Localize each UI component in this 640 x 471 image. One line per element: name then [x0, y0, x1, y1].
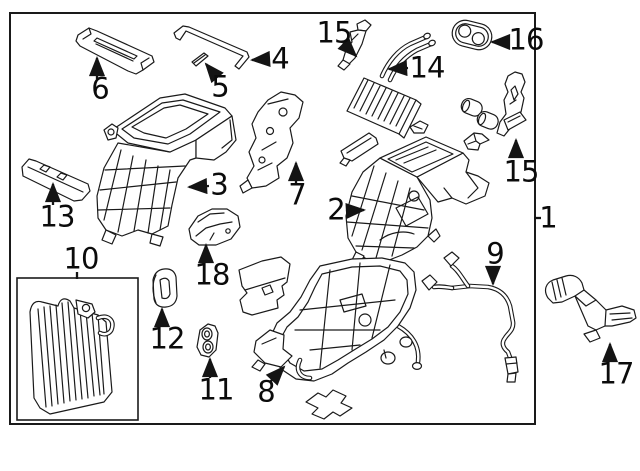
callout-arrows [44, 33, 619, 386]
strip-piece-drawing [339, 132, 379, 167]
callout-label-11[interactable]: 11 [198, 372, 235, 407]
part-11-drawing [196, 323, 219, 358]
callout-label-10[interactable]: 10 [63, 241, 100, 276]
callout-label-9[interactable]: 9 [486, 236, 504, 271]
callout-label-7[interactable]: 7 [288, 177, 306, 212]
part-13-drawing [21, 158, 91, 202]
part-17-drawing [544, 274, 637, 343]
part-3-drawing [96, 93, 237, 247]
callout-label-18[interactable]: 18 [194, 257, 231, 292]
part-9-drawing [421, 251, 519, 383]
callout-label-12[interactable]: 12 [149, 321, 186, 356]
gasket-drawing [305, 389, 353, 420]
callout-arrow-4 [249, 50, 271, 67]
callout-label-16[interactable]: 16 [508, 22, 545, 57]
callout-label-3[interactable]: 3 [210, 167, 228, 202]
part-2-drawing [345, 136, 490, 270]
callout-arrow-14 [386, 60, 409, 77]
callout-arrow-8 [265, 365, 286, 386]
part-12-drawing [152, 268, 178, 308]
callout-arrow-3 [186, 178, 210, 195]
callout-label-6[interactable]: 6 [91, 71, 109, 106]
callout-label-4[interactable]: 4 [271, 41, 289, 76]
part-15b-drawing [496, 71, 527, 137]
callout-label-5[interactable]: 5 [211, 69, 229, 104]
part-4-drawing [173, 25, 250, 70]
part-10-drawing [16, 277, 139, 421]
small-clip-drawing [409, 120, 429, 134]
callout-arrow-5 [204, 62, 224, 84]
part-6-drawing [75, 27, 155, 75]
part-7-drawing [239, 91, 304, 194]
callout-arrow-15a [337, 37, 358, 58]
callout-arrow-2 [345, 202, 367, 220]
part-16-drawing [451, 19, 493, 51]
callout-label-15b[interactable]: 15 [503, 154, 540, 189]
callout-label-14[interactable]: 14 [409, 50, 446, 85]
callout-label-8[interactable]: 8 [257, 374, 275, 409]
wedge-piece-drawing [463, 132, 490, 151]
part-5-drawing [191, 52, 209, 67]
callout-label-17[interactable]: 17 [598, 356, 635, 391]
part-18-drawing [188, 208, 241, 246]
part-8-drawing [251, 257, 423, 382]
callout-label-13[interactable]: 13 [39, 199, 76, 234]
insulator-pad-drawing [238, 256, 291, 316]
roller-pieces-drawing [460, 97, 499, 130]
callout-label-2[interactable]: 2 [327, 192, 345, 227]
callout-label-15a[interactable]: 15 [316, 15, 353, 50]
callout-label-1[interactable]: 1 [539, 200, 557, 235]
